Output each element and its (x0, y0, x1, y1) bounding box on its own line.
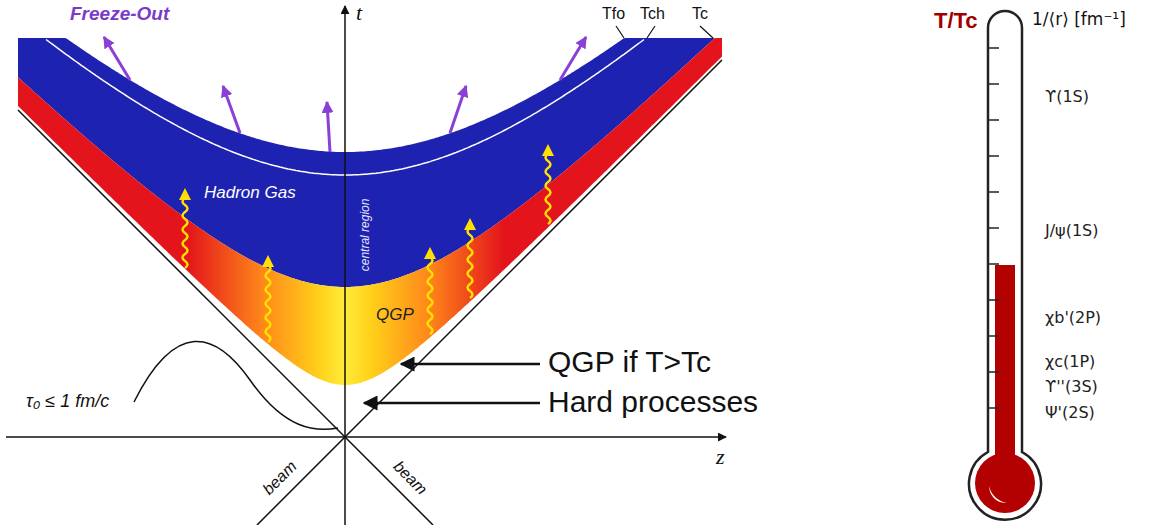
scale-heading: T/Tc (934, 8, 978, 33)
hard-process-leader-arrow (364, 402, 540, 405)
thermometer-bulb (975, 453, 1035, 513)
beam-label: beam (259, 458, 300, 499)
state-label: ϒ''(3S) (1045, 378, 1098, 396)
phase-label: Hadron Gas (204, 183, 296, 203)
light-cone-line (257, 60, 722, 525)
axis-label: t (356, 0, 362, 25)
region-label: central region (359, 199, 373, 272)
bulb-highlight (989, 486, 1007, 503)
state-label: Ψ'(2S) (1045, 404, 1095, 422)
state-label: χc(1P) (1045, 353, 1095, 371)
annotation-label: Hard processes (548, 385, 758, 420)
z-axis (6, 436, 726, 438)
thermometer-ticks (989, 48, 999, 408)
phase-label: QGP (376, 305, 414, 325)
time-label: τ₀ ≤ 1 fm/c (26, 391, 109, 412)
temperature-pointers (616, 26, 713, 38)
time-axis (344, 6, 346, 525)
scale-heading: 1/⟨r⟩ [fm⁻¹] (1032, 10, 1126, 30)
freeze-out-arrows (104, 37, 586, 152)
freeze-out-label: Freeze-Out (70, 3, 169, 25)
hadron-gas-fill (18, 38, 722, 287)
tau-leader-curve (134, 341, 338, 429)
state-label: J/ψ(1S) (1045, 222, 1098, 240)
temperature-label: Tch (640, 5, 665, 23)
axis-label: z (716, 444, 725, 469)
state-label: ϒ(1S) (1045, 88, 1089, 106)
qgp-leader-arrow (401, 363, 540, 366)
beam-label: beam (389, 458, 430, 499)
photon-arrows (183, 154, 551, 342)
annotation-label: QGP if T>Tc (548, 345, 711, 380)
light-cone-line (18, 110, 433, 525)
qgp-fill (18, 38, 722, 385)
thermometer-outline (969, 11, 1041, 520)
state-label: χb'(2P) (1045, 309, 1101, 327)
temperature-label: Tfo (602, 5, 625, 23)
temperature-label: Tc (692, 5, 708, 23)
